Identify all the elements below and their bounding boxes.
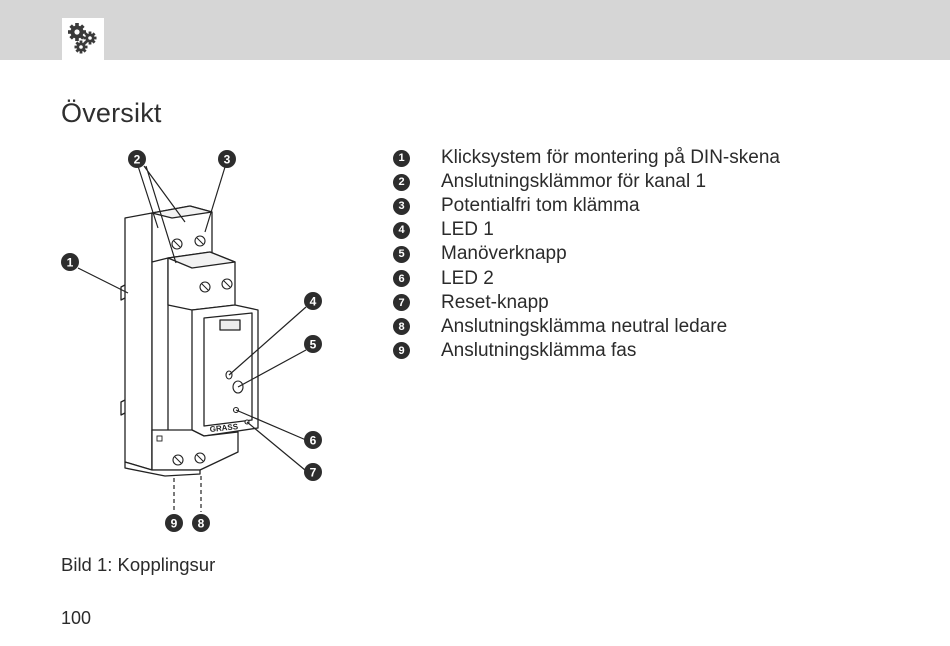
svg-text:3: 3 [224, 153, 231, 167]
figure-caption: Bild 1: Kopplingsur [61, 554, 216, 575]
callout-9: 9 [165, 514, 183, 532]
callout-3: 3 [218, 150, 236, 168]
legend-number: 9 [393, 342, 410, 360]
svg-text:7: 7 [310, 466, 317, 480]
svg-text:1: 1 [67, 256, 74, 270]
callout-4: 4 [304, 292, 322, 310]
legend-item: 1 Klicksystem för montering på DIN-skena [393, 146, 780, 170]
legend-item: 7 Reset-knapp [393, 291, 780, 315]
header-tab-pointer [76, 59, 90, 68]
gears-icon [68, 23, 97, 54]
callout-7: 7 [304, 463, 322, 481]
svg-text:2: 2 [134, 153, 141, 167]
legend-item: 3 Potentialfri tom klämma [393, 194, 780, 218]
brand-text: GRASS [209, 422, 239, 434]
callout-2: 2 [128, 150, 146, 168]
legend-number: 3 [393, 197, 410, 215]
svg-text:4: 4 [310, 295, 317, 309]
callout-5: 5 [304, 335, 322, 353]
legend-number: 4 [393, 221, 410, 239]
page-title: Översikt [61, 98, 162, 128]
legend-text: Anslutningsklämma fas [441, 339, 637, 361]
legend-number: 8 [393, 318, 410, 336]
legend-item: 5 Manöverknapp [393, 242, 780, 266]
lower-terminal-block [151, 429, 239, 471]
svg-text:6: 6 [310, 434, 317, 448]
legend-text: Potentialfri tom klämma [441, 195, 640, 217]
din-clip [120, 284, 126, 416]
legend-item: 6 LED 2 [393, 266, 780, 290]
legend-text: Anslutningsklämma neutral ledare [441, 315, 728, 337]
page-number: 100 [61, 608, 92, 628]
svg-text:5: 5 [310, 338, 317, 352]
legend-number: 6 [393, 270, 410, 288]
header-tab [62, 18, 104, 60]
legend-item: 9 Anslutningsklämma fas [393, 339, 780, 363]
legend-text: Reset-knapp [441, 291, 549, 313]
svg-text:9: 9 [171, 517, 178, 531]
legend-text: Manöverknapp [441, 243, 567, 265]
header-bar [0, 0, 950, 60]
legend-number: 1 [393, 149, 410, 167]
legend-item: 8 Anslutningsklämma neutral ledare [393, 315, 780, 339]
legend-item: 2 Anslutningsklämmor för kanal 1 [393, 170, 780, 194]
legend-text: Anslutningsklämmor för kanal 1 [441, 171, 707, 193]
housing-back [124, 212, 153, 471]
legend-number: 5 [393, 245, 410, 263]
legend-item: 4 LED 1 [393, 218, 780, 242]
callout-6: 6 [304, 431, 322, 449]
device-diagram: GRASS 1 2 3 4 5 6 7 8 9 [61, 150, 322, 532]
callout-1: 1 [61, 253, 79, 271]
callout-8: 8 [192, 514, 210, 532]
legend-number: 2 [393, 173, 410, 191]
legend-text: LED 1 [441, 219, 494, 241]
legend-text: Klicksystem för montering på DIN-skena [441, 147, 780, 169]
svg-text:8: 8 [198, 517, 205, 531]
legend-text: LED 2 [441, 267, 494, 289]
display-window [203, 312, 253, 427]
callouts: 1 2 3 4 5 6 7 8 9 [61, 150, 322, 532]
legend-number: 7 [393, 294, 410, 312]
